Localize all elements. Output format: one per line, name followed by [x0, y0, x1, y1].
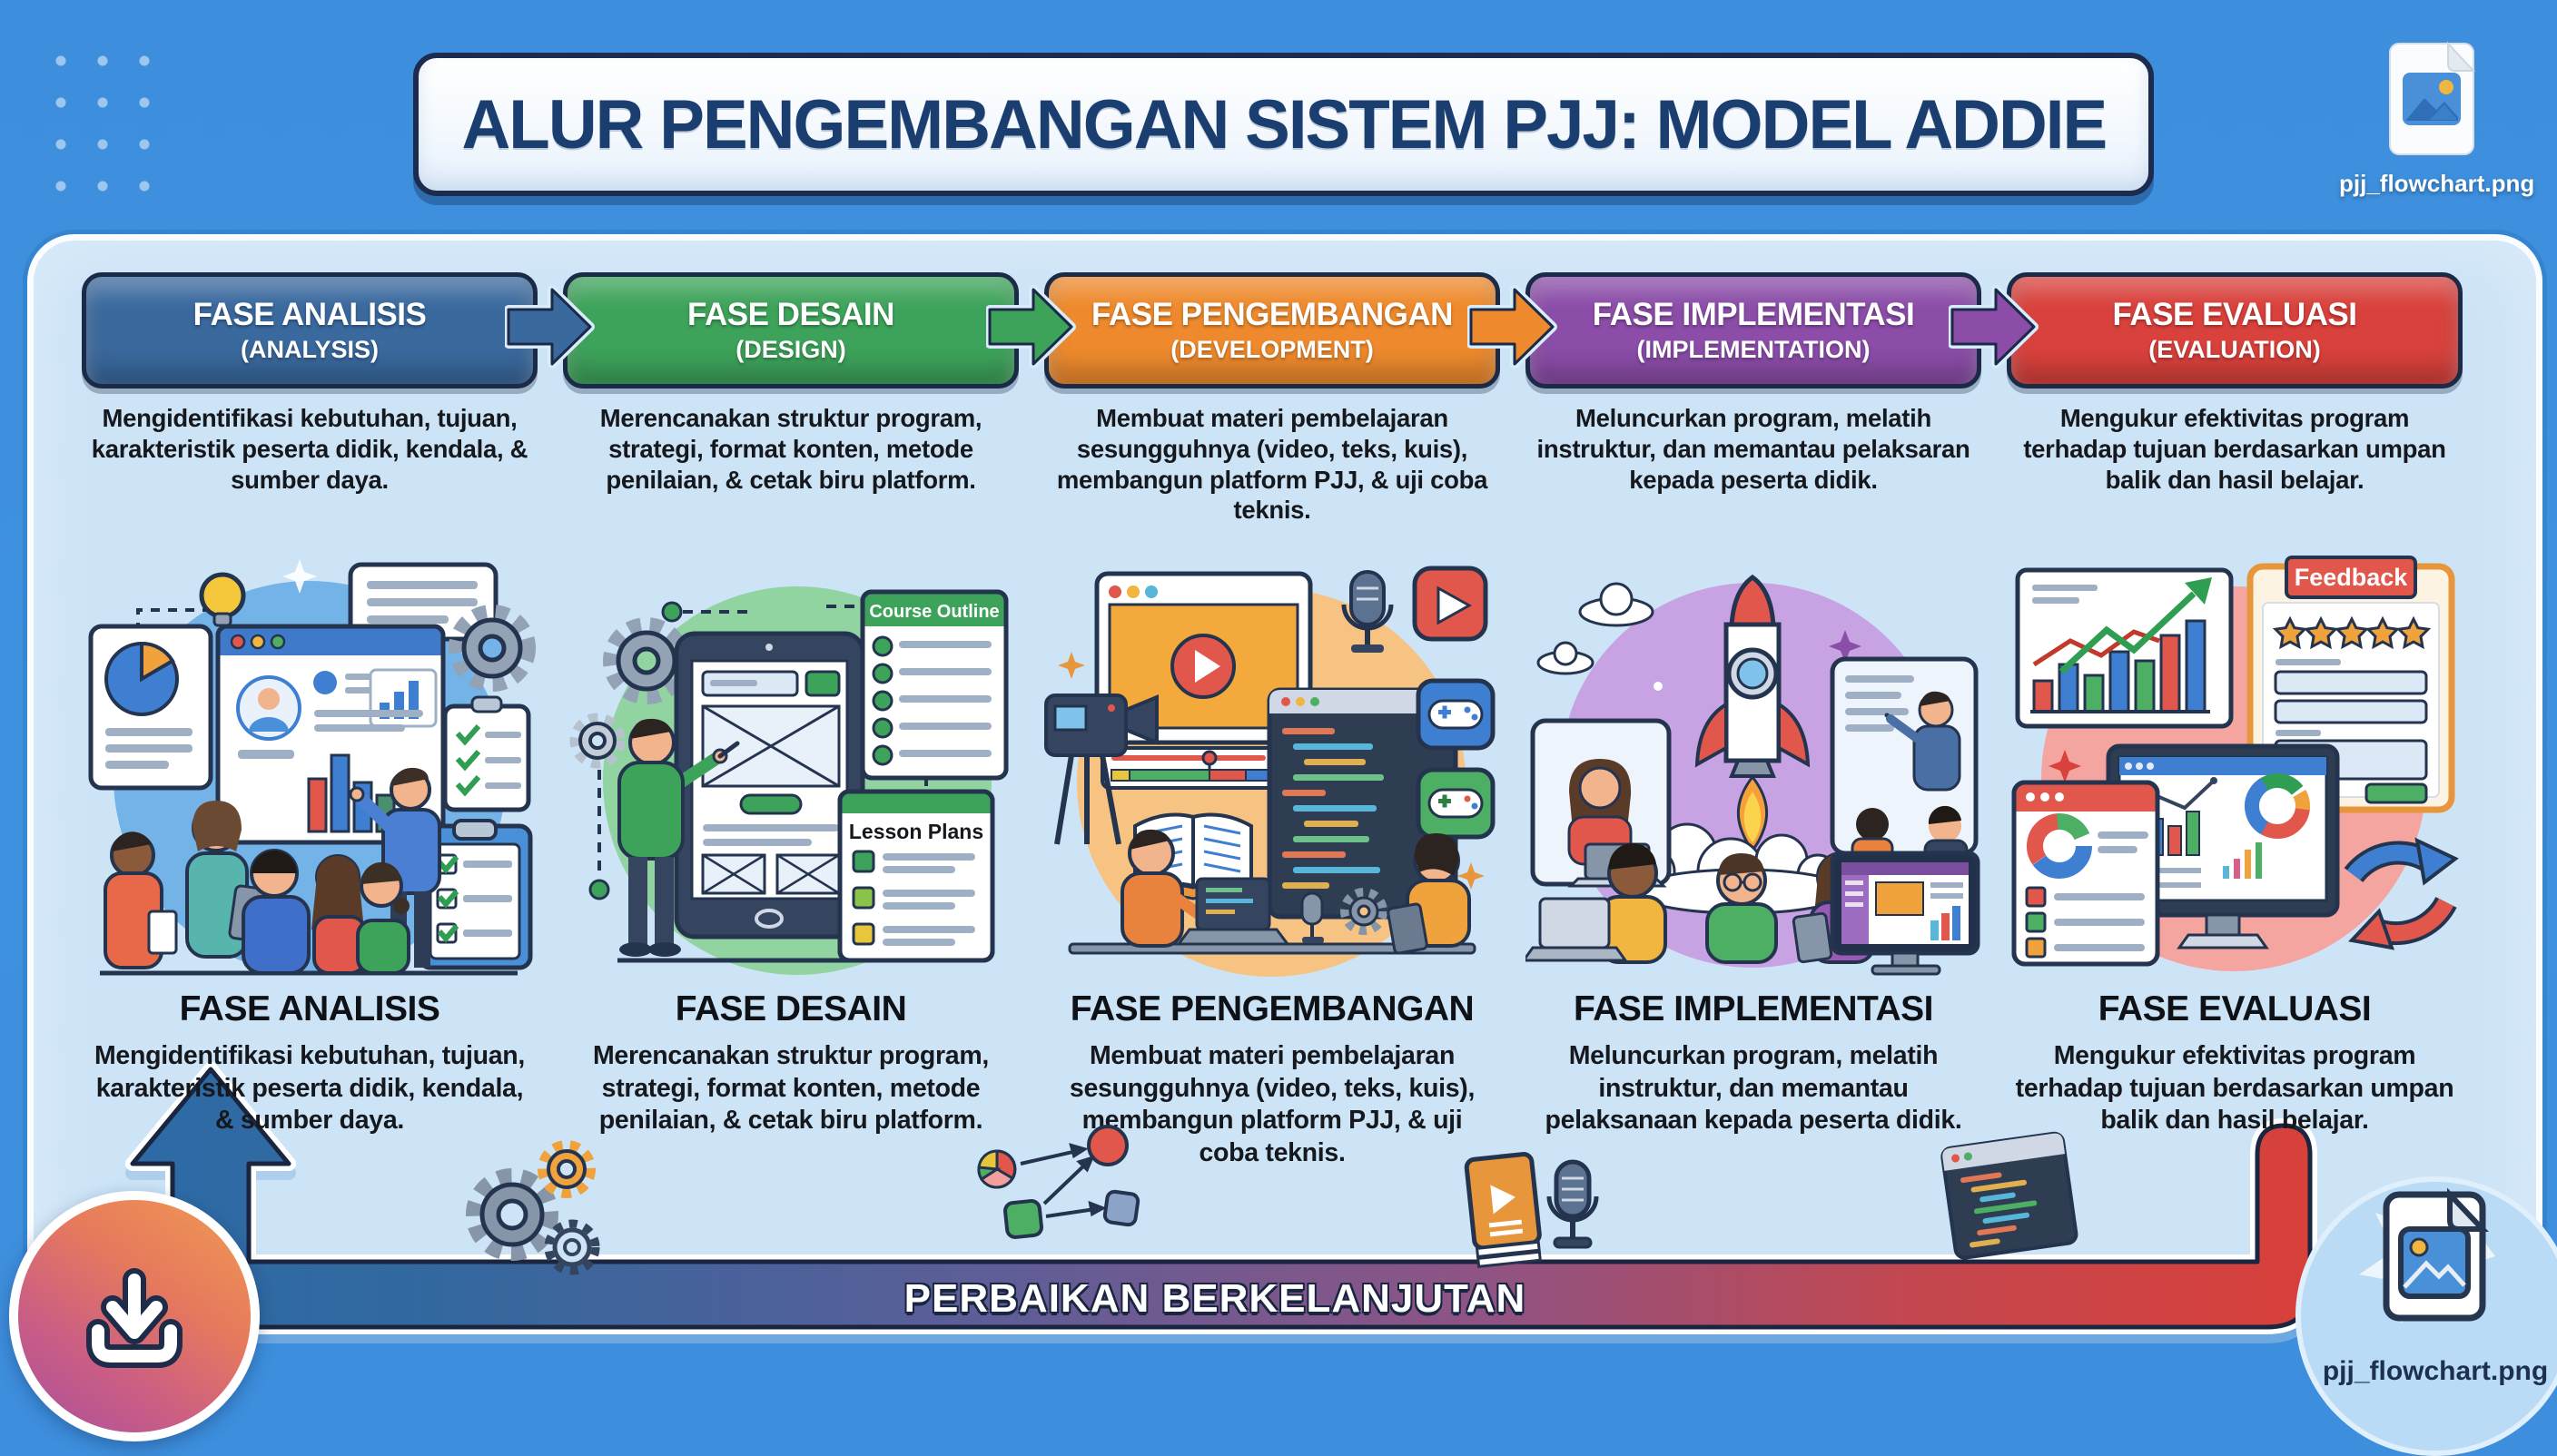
phase-bottom-title: FASE IMPLEMENTASI [1574, 989, 1933, 1028]
course-outline-label: Course Outline [869, 602, 999, 622]
infographic-title-box: ALUR PENGEMBANGAN SISTEM PJJ: MODEL ADDI… [413, 53, 2154, 196]
flow-arrow-3 [1467, 285, 1557, 369]
phase-column-pengembangan: FASE PENGEMBANGAN (DEVELOPMENT) Membuat … [1044, 272, 1500, 1170]
illustration-analisis [82, 554, 538, 986]
phase-header-evaluasi: FASE EVALUASI (EVALUATION) [2007, 272, 2463, 389]
phase-header-line2: (DESIGN) [736, 336, 846, 363]
file-icon-top[interactable]: pjj_flowchart.png [2339, 40, 2535, 198]
phase-bottom-title: FASE ANALISIS [179, 989, 440, 1028]
phase-header-implementasi: FASE IMPLEMENTASI (IMPLEMENTATION) [1525, 272, 1981, 389]
dot-pattern-decoration [40, 40, 176, 212]
phase-column-analisis: FASE ANALISIS (ANALYSIS) Mengidentifikas… [82, 272, 538, 1137]
flow-arrow-2 [986, 285, 1076, 369]
phase-header-line2: (EVALUATION) [2148, 336, 2321, 363]
phase-bottom-description: Mengukur efektivitas program terhadap tu… [2015, 1041, 2454, 1136]
phase-header-desain: FASE DESAIN (DESIGN) [563, 272, 1019, 389]
phase-header-line2: (DEVELOPMENT) [1170, 336, 1374, 363]
phase-bottom-description: Merencanakan struktur program, strategi,… [592, 1041, 990, 1136]
page-title: ALUR PENGEMBANGAN SISTEM PJJ: MODEL ADDI… [461, 85, 2108, 163]
phase-top-description: Merencanakan struktur program, strategi,… [599, 404, 982, 494]
phase-top-description: Meluncurkan program, melatih instruktur,… [1536, 404, 1970, 494]
phase-column-desain: FASE DESAIN (DESIGN) Merencanakan strukt… [563, 272, 1019, 1137]
phase-bottom-description: Mengidentifikasi kebutuhan, tujuan, kara… [94, 1041, 526, 1136]
phase-header-line1: FASE DESAIN [687, 297, 894, 332]
phase-bottom-title: FASE PENGEMBANGAN [1070, 989, 1475, 1028]
diagram-nodes-decoration [977, 1125, 1140, 1239]
file-name-top: pjj_flowchart.png [2339, 170, 2535, 197]
image-file-outline-icon [2359, 1187, 2495, 1323]
flow-arrow-4 [1949, 285, 2039, 369]
phase-header-line2: (ANALYSIS) [240, 336, 380, 363]
phase-top-description: Mengukur efektivitas program terhadap tu… [2023, 404, 2446, 494]
illustration-implementasi [1521, 554, 1981, 986]
phase-column-implementasi: FASE IMPLEMENTASI (IMPLEMENTATION) Melun… [1521, 272, 1981, 1137]
phase-header-line2: (IMPLEMENTATION) [1636, 336, 1871, 363]
gears-decoration [466, 1140, 600, 1275]
file-icon-bottom[interactable]: pjj_flowchart.png [2295, 1176, 2557, 1456]
phase-bottom-title: FASE EVALUASI [2098, 989, 2372, 1028]
illustration-desain: Course Outline Lesson Plans [563, 554, 1019, 986]
download-button[interactable] [9, 1191, 260, 1441]
phase-header-line1: FASE PENGEMBANGAN [1091, 297, 1453, 332]
flow-arrow-1 [505, 285, 595, 369]
illustration-evaluasi: Feedback [2007, 554, 2463, 986]
phase-column-evaluasi: FASE EVALUASI (EVALUATION) Mengukur efek… [2007, 272, 2463, 1137]
phase-header-pengembangan: FASE PENGEMBANGAN (DEVELOPMENT) [1044, 272, 1500, 389]
illustration-pengembangan [1044, 554, 1500, 986]
phase-header-analisis: FASE ANALISIS (ANALYSIS) [82, 272, 538, 389]
phase-bottom-description: Membuat materi pembelajaran sesungguhnya… [1069, 1041, 1476, 1167]
phase-header-line1: FASE EVALUASI [2112, 297, 2357, 332]
phase-header-line1: FASE ANALISIS [193, 297, 427, 332]
lesson-plans-label: Lesson Plans [849, 820, 983, 843]
phase-header-line1: FASE IMPLEMENTASI [1592, 297, 1915, 332]
continuous-improvement-banner-label: PERBAIKAN BERKELANJUTAN [903, 1276, 1526, 1321]
phase-bottom-title: FASE DESAIN [675, 989, 907, 1028]
phase-bottom-description: Meluncurkan program, melatih instruktur,… [1545, 1041, 1962, 1136]
phase-top-description: Mengidentifikasi kebutuhan, tujuan, kara… [91, 404, 528, 494]
file-name-bottom: pjj_flowchart.png [2322, 1356, 2549, 1386]
code-window-decoration [1940, 1131, 2078, 1260]
download-icon [86, 1268, 183, 1368]
image-file-icon [2389, 41, 2476, 155]
book-mic-decoration [1464, 1152, 1599, 1268]
feedback-label: Feedback [2295, 564, 2409, 591]
phase-top-description: Membuat materi pembelajaran sesungguhnya… [1056, 404, 1488, 525]
